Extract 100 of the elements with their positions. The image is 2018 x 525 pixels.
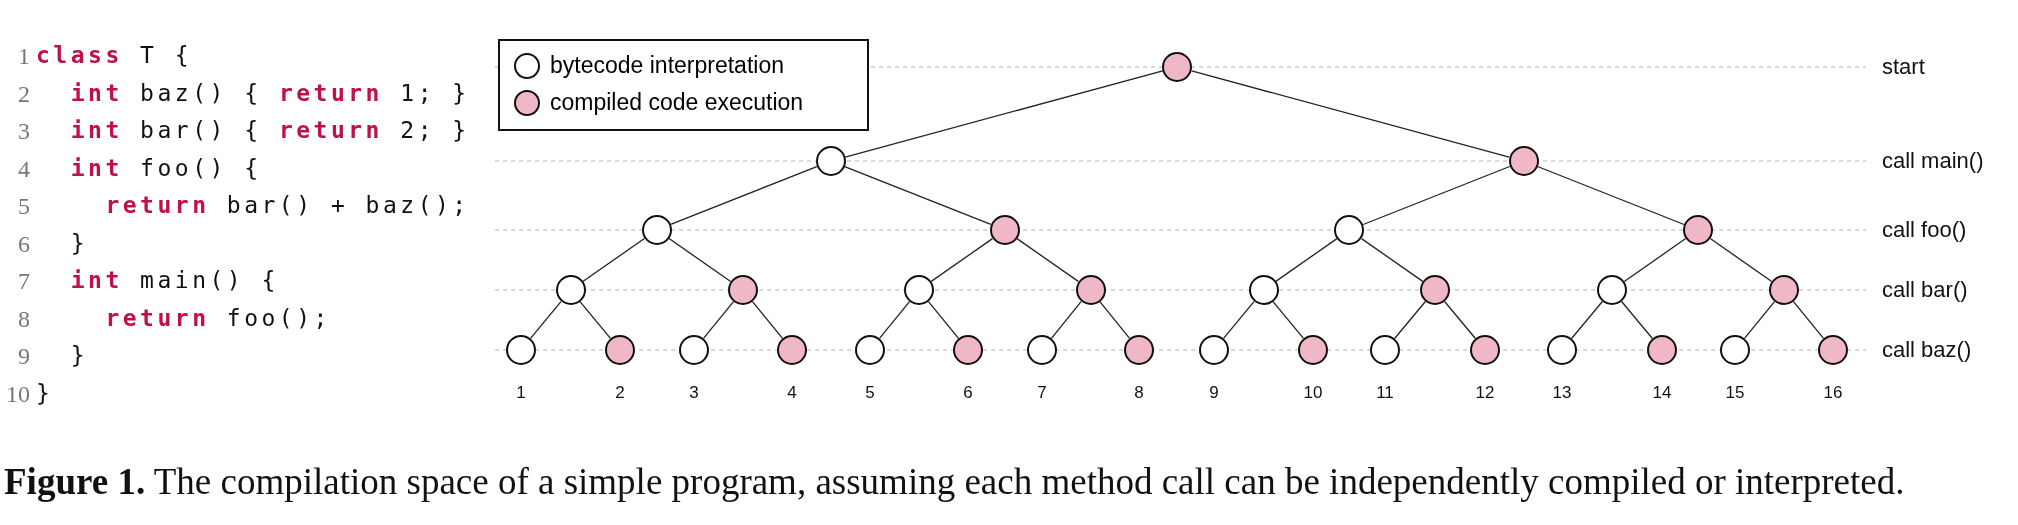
state-circle <box>777 335 807 365</box>
leaf-number: 14 <box>1651 383 1673 403</box>
tree-edge <box>1623 237 1687 283</box>
code-line: class T { <box>36 42 193 68</box>
leaf-number: 11 <box>1375 383 1395 403</box>
state-circle <box>1199 335 1229 365</box>
state-circle <box>1027 335 1057 365</box>
state-circle <box>1720 335 1750 365</box>
line-number: 5 <box>17 193 30 220</box>
line-number: 10 <box>5 380 30 408</box>
state-circle <box>1470 335 1500 365</box>
tree-edge <box>927 300 960 340</box>
tree-edge <box>579 300 612 340</box>
line-number: 6 <box>17 230 30 258</box>
leaf-number: 7 <box>1036 383 1048 403</box>
state-circle <box>1508 146 1539 176</box>
state-circle <box>904 275 934 305</box>
state-circle <box>1162 52 1193 82</box>
tree-edge <box>1709 237 1773 283</box>
tree-edge <box>1743 300 1776 340</box>
code-line: } <box>36 379 54 406</box>
tree-edge <box>1099 301 1131 339</box>
state-circle <box>1547 335 1577 365</box>
tree-edge <box>1362 165 1511 226</box>
tree-edge <box>702 300 735 340</box>
tree-edge <box>751 300 784 340</box>
state-circle <box>1818 335 1848 365</box>
state-circle <box>989 215 1020 245</box>
leaf-number: 3 <box>688 383 700 403</box>
tree-edge <box>582 237 646 283</box>
line-number: 4 <box>17 155 30 183</box>
code-line: int bar() { return 2; } <box>69 117 470 143</box>
legend-text: bytecode interpretation <box>550 52 784 79</box>
tree-edge <box>1191 70 1510 158</box>
leaf-number: 2 <box>614 383 626 403</box>
leaf-number: 4 <box>786 383 798 403</box>
code-line: int main() { <box>69 267 279 293</box>
tree-edge <box>1275 237 1338 283</box>
tree-edge <box>1570 300 1604 340</box>
tree-edge <box>668 237 732 283</box>
leaf-number: 9 <box>1208 383 1220 403</box>
tree-edge <box>1050 301 1082 339</box>
tree-edge <box>529 300 562 340</box>
line-number: 3 <box>17 118 30 145</box>
tree-edge <box>1222 300 1255 340</box>
level-label: start <box>1882 54 1925 80</box>
state-circle <box>1370 335 1400 365</box>
code-line: } <box>69 229 89 256</box>
tree-edge <box>930 237 994 283</box>
leaf-number: 15 <box>1724 383 1746 403</box>
figure-caption: Figure 1. The compilation space of a simple program, assuming each method call can be independently compiled or interpreted. <box>4 460 1905 503</box>
state-circle <box>728 275 758 305</box>
state-circle <box>555 275 586 305</box>
state-circle <box>641 215 672 245</box>
leaf-number: 1 <box>515 383 527 403</box>
state-circle <box>605 335 635 365</box>
leaf-number: 6 <box>962 383 974 403</box>
code-line: int baz() { return 1; } <box>69 79 470 106</box>
code-line: return foo(); <box>104 304 331 331</box>
state-circle <box>1420 275 1450 305</box>
tree-edge <box>1620 300 1654 340</box>
tree-edge <box>1792 300 1825 340</box>
state-circle <box>1298 335 1328 365</box>
state-circle <box>815 146 846 176</box>
tree-edge <box>844 70 1164 158</box>
tree-edge <box>1016 237 1079 283</box>
line-number: 9 <box>17 343 30 370</box>
line-number: 8 <box>17 305 30 333</box>
line-number: 7 <box>17 268 30 295</box>
code-line: int foo() { <box>69 154 262 181</box>
line-number: 1 <box>17 43 30 70</box>
state-circle <box>506 335 536 365</box>
state-circle <box>1334 215 1365 245</box>
line-number: 2 <box>17 80 30 108</box>
state-circle <box>1075 275 1106 305</box>
state-circle <box>1683 215 1713 245</box>
state-circle <box>1124 335 1154 365</box>
tree-edge <box>878 300 911 340</box>
tree-edge <box>1393 300 1427 340</box>
leaf-number: 10 <box>1302 383 1324 403</box>
code-line: } <box>69 342 89 368</box>
state-circle <box>855 335 885 365</box>
state-circle <box>1597 275 1627 305</box>
tree-edge <box>670 165 818 226</box>
state-circle <box>953 335 983 365</box>
level-label: call main() <box>1882 148 1984 174</box>
leaf-number: 12 <box>1474 383 1496 403</box>
level-label: call bar() <box>1882 277 1968 303</box>
state-circle <box>1248 275 1279 305</box>
leaf-number: 13 <box>1551 383 1573 403</box>
leaf-number: 16 <box>1822 383 1844 403</box>
tree-edge <box>1536 165 1685 226</box>
tree-edge <box>844 165 992 226</box>
tree-edge <box>1272 300 1305 340</box>
state-circle <box>1647 335 1677 365</box>
tree-edge <box>1360 237 1424 283</box>
state-circle <box>1769 275 1799 305</box>
level-label: call foo() <box>1882 217 1967 243</box>
level-label: call baz() <box>1882 337 1972 363</box>
state-circle <box>679 335 709 365</box>
